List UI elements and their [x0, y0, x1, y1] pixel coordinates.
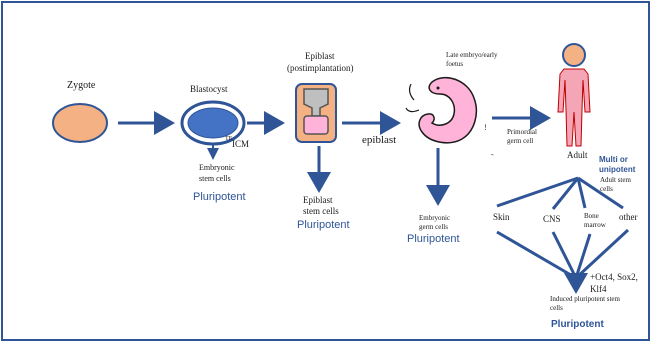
adult-stem-cells-label-2: cells	[600, 185, 613, 193]
epiblast-icon	[296, 84, 336, 142]
late-embryo-label-1: Late embryo/early	[446, 51, 498, 59]
skin-label: Skin	[493, 212, 510, 222]
foetus-icon	[406, 78, 476, 143]
bone-marrow-label-2: marrow	[584, 221, 607, 229]
embryonic-germ-cells-label-2: germ cells	[419, 223, 448, 231]
primordial-germ-cell-label-2: germ cell	[507, 137, 533, 145]
embryonic-stem-cells-label-1: Embryonic	[199, 163, 235, 172]
embryonic-germ-cells-label-1: Embryonic	[419, 214, 450, 222]
pluripotent-label-4: Pluripotent	[551, 319, 604, 330]
epiblast-label: epiblast	[362, 134, 396, 146]
zygote-cell	[53, 104, 107, 142]
tick-mark: !	[484, 123, 487, 132]
adult-stem-cells-label-1: Adult stem	[600, 176, 631, 184]
epiblast-post-label-2: (postimplantation)	[287, 63, 354, 73]
zygote-label: Zygote	[67, 80, 96, 91]
epiblast-post-label-1: Epiblast	[305, 51, 335, 61]
dash-mark: -	[491, 150, 494, 159]
multi-or-unipotent-label-1: Multi or	[599, 155, 628, 164]
embryonic-stem-cells-label-2: stem cells	[199, 174, 231, 183]
pluripotent-label-2: Pluripotent	[297, 219, 350, 231]
icm-mass	[188, 108, 238, 138]
other-label: other	[619, 212, 638, 222]
blastocyst-label: Blastocyst	[190, 84, 228, 94]
bone-marrow-label-1: Bone	[584, 212, 599, 220]
pluripotent-label-1: Pluripotent	[193, 191, 246, 203]
epiblast-stem-cells-label-2: stem cells	[303, 206, 339, 216]
factors-label-1: +Oct4, Sox2,	[590, 272, 638, 282]
adult-label: Adult	[567, 150, 588, 160]
reprogramming-lines	[497, 230, 628, 278]
cns-label: CNS	[543, 214, 561, 224]
pluripotent-label-3: Pluripotent	[407, 233, 460, 245]
factors-label-2: Klf4	[590, 284, 607, 294]
icm-label: ICM	[232, 139, 249, 149]
primordial-germ-cell-label-1: Primordial	[507, 128, 537, 136]
multi-or-unipotent-label-2: unipotent	[599, 165, 636, 174]
adult-figure-icon	[558, 44, 590, 146]
late-embryo-label-2: foetus	[446, 60, 463, 68]
ipsc-label-2: cells	[550, 304, 563, 312]
ipsc-label-1: Induced pluripotent stem	[550, 295, 621, 303]
epiblast-stem-cells-label-1: Epiblast	[303, 195, 333, 205]
